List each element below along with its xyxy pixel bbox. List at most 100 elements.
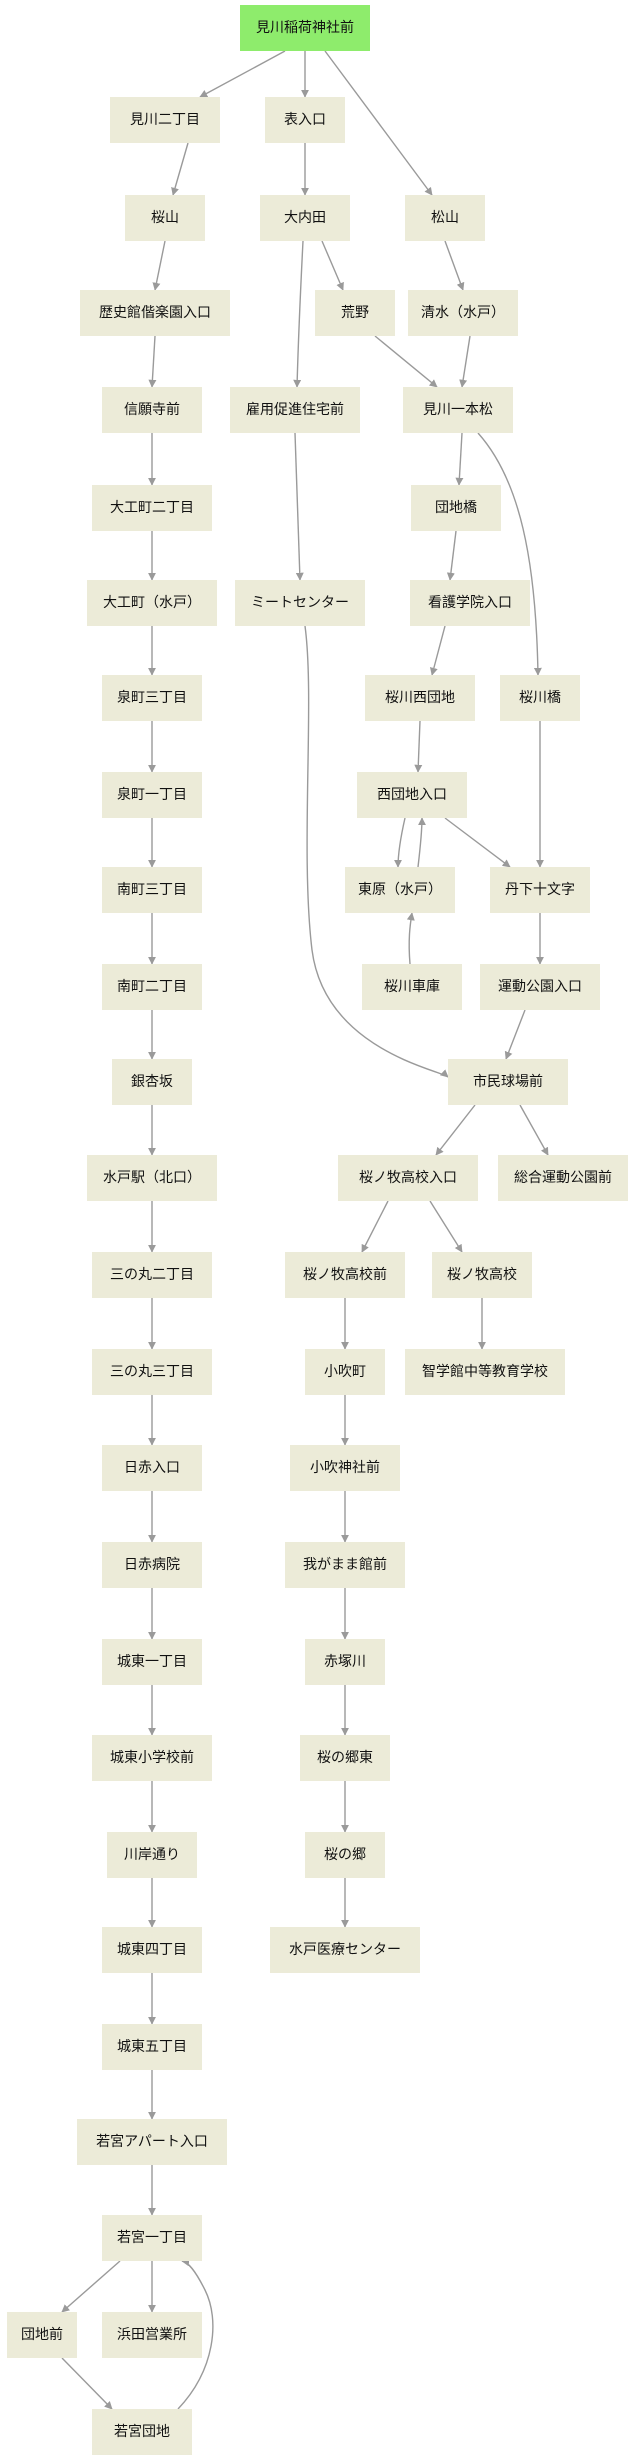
stop-node: 桜ノ牧高校入口 <box>338 1155 478 1201</box>
route-edge-s54-s56 <box>61 2357 113 2410</box>
stop-label: 桜川車庫 <box>384 978 440 995</box>
stop-node: 川岸通り <box>107 1832 197 1878</box>
stop-label: 市民球場前 <box>473 1073 543 1090</box>
stop-node: 城東五丁目 <box>102 2024 202 2070</box>
stop-box <box>102 2312 202 2358</box>
stop-label: 大工町（水戸） <box>103 595 201 611</box>
route-edge-s6-s9 <box>148 335 157 388</box>
route-edge-s23-s21 <box>417 817 426 868</box>
stop-node: 雇用促進住宅前 <box>230 387 360 433</box>
route-edge-s27-s29 <box>504 1009 526 1060</box>
stop-box <box>410 580 530 626</box>
stop-box <box>102 2215 202 2261</box>
stop-node: 東原（水戸） <box>345 867 455 913</box>
stop-box <box>230 387 360 433</box>
route-edge-s0-s1 <box>199 50 286 98</box>
route-edge-s15-s29 <box>304 625 449 1078</box>
stop-box <box>102 1542 202 1588</box>
stop-node: 桜の郷 <box>305 1832 385 1878</box>
stop-label: 浜田営業所 <box>117 2327 187 2343</box>
route-edge-s8-s11 <box>459 335 471 388</box>
stop-node: 大内田 <box>260 195 350 241</box>
stop-label: 荒野 <box>341 305 369 321</box>
route-edge-s29-s32 <box>519 1104 549 1156</box>
stop-label: 南町二丁目 <box>117 979 187 995</box>
stop-node: 三の丸三丁目 <box>92 1349 212 1395</box>
route-edge-s31-s35 <box>429 1200 463 1253</box>
stop-node: 日赤病院 <box>102 1542 202 1588</box>
stop-node: 看護学院入口 <box>410 580 530 626</box>
stop-label: 若宮団地 <box>114 2424 170 2440</box>
stop-label: 銀杏坂 <box>131 1074 173 1090</box>
stop-box <box>315 290 395 336</box>
stop-node: 泉町一丁目 <box>102 772 202 818</box>
stop-label: 信願寺前 <box>124 401 180 418</box>
stop-label: 泉町一丁目 <box>117 786 187 803</box>
stop-label: 泉町三丁目 <box>117 689 187 706</box>
stop-label: 桜川橋 <box>519 690 561 706</box>
stop-label: 三の丸三丁目 <box>110 1364 194 1380</box>
route-edges <box>61 50 549 2410</box>
stop-label: 桜川西団地 <box>385 690 455 706</box>
stop-label: 日赤病院 <box>124 1557 180 1573</box>
route-edge-s5-s10 <box>293 240 304 388</box>
stop-node: 桜ノ牧高校 <box>432 1252 532 1298</box>
stop-node: 団地橋 <box>411 485 501 531</box>
stop-box <box>110 97 220 143</box>
stop-label: 城東四丁目 <box>117 1942 187 1958</box>
stop-box <box>290 1445 400 1491</box>
route-edge-s5-s7 <box>321 240 344 291</box>
route-edge-s21-s23 <box>394 817 406 868</box>
stop-node: 松山 <box>405 195 485 241</box>
route-edge-s0-s3 <box>324 50 433 196</box>
stop-node: 水戸医療センター <box>270 1927 420 1973</box>
stop-box <box>92 2409 192 2455</box>
stop-node: 桜川橋 <box>500 675 580 721</box>
stop-node: 日赤入口 <box>102 1445 202 1491</box>
stop-node: 若宮一丁目 <box>102 2215 202 2261</box>
stop-node: 水戸駅（北口） <box>87 1155 217 1201</box>
stop-node: 浜田営業所 <box>102 2312 202 2358</box>
route-edge-s18-s21 <box>414 720 423 773</box>
route-edge-s10-s15 <box>294 432 304 581</box>
stop-node: 丹下十文字 <box>490 867 590 913</box>
stop-box <box>102 675 202 721</box>
stop-node: ミートセンター <box>235 580 365 626</box>
stop-node: 若宮アパート入口 <box>77 2119 227 2165</box>
stop-node: 西団地入口 <box>357 772 467 818</box>
stop-box <box>405 195 485 241</box>
stop-box <box>408 290 518 336</box>
stop-node: 城東小学校前 <box>92 1735 212 1781</box>
stop-node: 赤塚川 <box>305 1639 385 1685</box>
stop-box <box>107 1832 197 1878</box>
stop-box <box>92 1735 212 1781</box>
stop-box <box>365 675 475 721</box>
stop-box <box>7 2312 77 2358</box>
stop-label: 見川二丁目 <box>130 112 200 128</box>
stop-node: 荒野 <box>315 290 395 336</box>
stop-box <box>80 290 230 336</box>
route-edge-s11-s19 <box>477 432 542 676</box>
stop-label: 我がまま館前 <box>303 1556 387 1573</box>
stop-label: 西団地入口 <box>377 787 447 803</box>
stop-node: 運動公園入口 <box>480 964 600 1010</box>
stop-box <box>498 1155 628 1201</box>
route-edge-s1-s4 <box>171 142 189 196</box>
stop-node: 信願寺前 <box>102 387 202 433</box>
route-edge-s21-s24 <box>444 817 511 868</box>
route-edge-s26-s23 <box>406 912 415 965</box>
stop-box <box>125 195 205 241</box>
stop-label: 桜ノ牧高校前 <box>303 1266 387 1283</box>
stop-box <box>102 1445 202 1491</box>
route-edge-s4-s6 <box>152 240 166 291</box>
stop-label: 小吹町 <box>324 1364 366 1380</box>
stop-label: 城東小学校前 <box>110 1749 194 1766</box>
stop-box <box>102 1927 202 1973</box>
route-edge-s7-s11 <box>374 335 438 388</box>
stop-label: 看護学院入口 <box>428 595 512 611</box>
stop-label: 智学館中等教育学校 <box>422 1363 548 1380</box>
stop-box <box>265 97 345 143</box>
stop-box <box>87 1155 217 1201</box>
stop-node: 泉町三丁目 <box>102 675 202 721</box>
